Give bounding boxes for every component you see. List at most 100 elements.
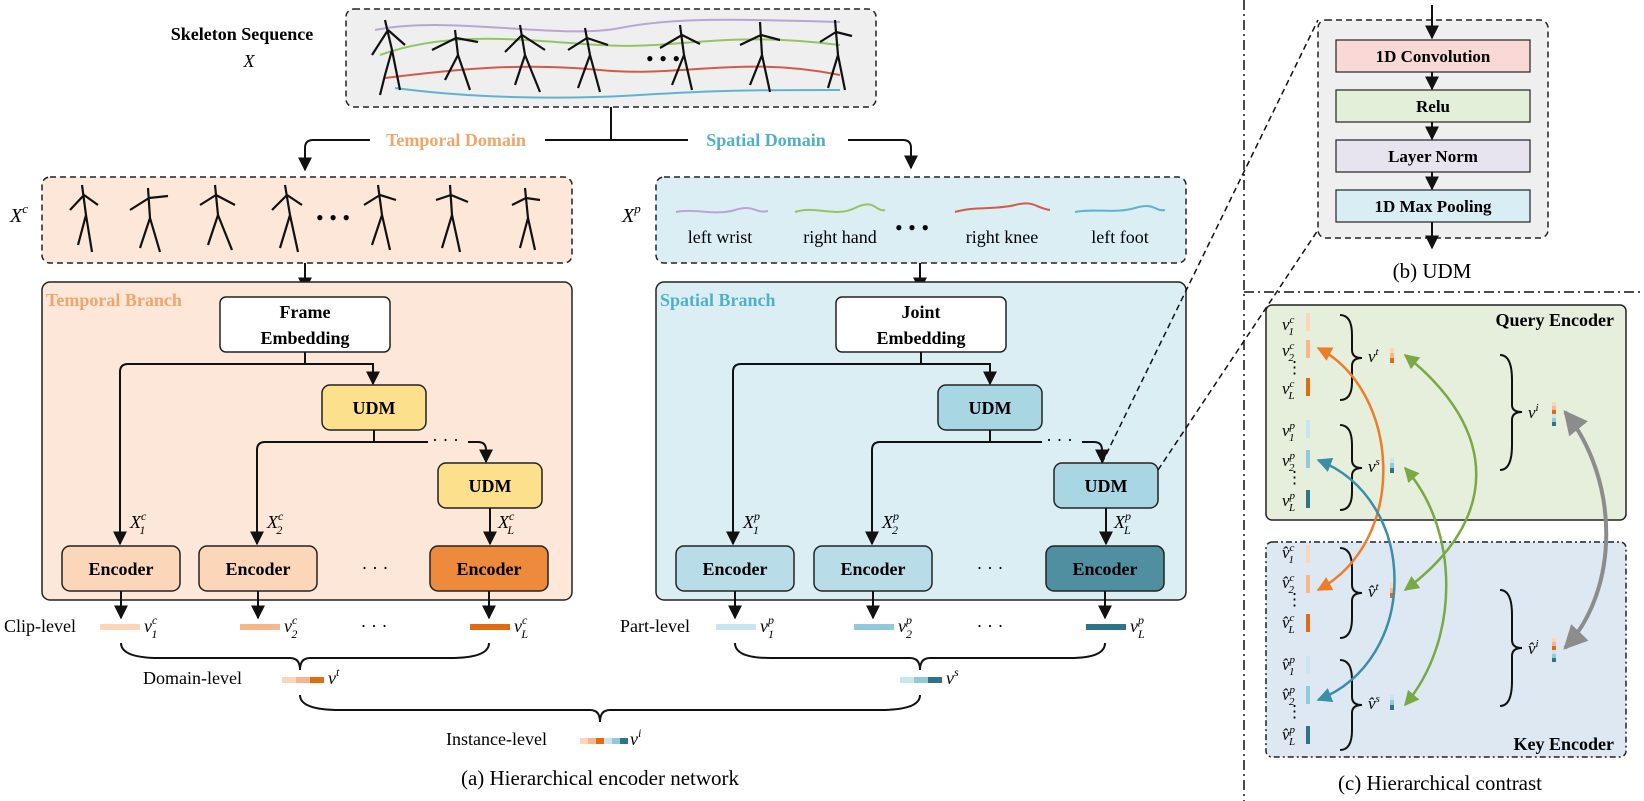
query-bars [1306, 313, 1310, 508]
svg-text:Encoder: Encoder [226, 559, 291, 579]
vs-label: vs [946, 665, 959, 688]
part-label-3: right knee [966, 227, 1038, 247]
query-encoder-box [1265, 304, 1627, 521]
part-label-1: left wrist [688, 227, 753, 247]
skeleton-sequence: Skeleton Sequence X • • • [171, 8, 877, 108]
svg-text:Encoder: Encoder [703, 559, 768, 579]
svg-text:Layer Norm: Layer Norm [1388, 147, 1478, 166]
svg-text:vc2: vc2 [1282, 340, 1295, 364]
key-vt: v̂t [1368, 581, 1380, 601]
svg-text:1D Max Pooling: 1D Max Pooling [1374, 197, 1492, 216]
trajectory-purple [374, 18, 841, 33]
domain-level-row: Domain-level vt vs [120, 642, 1106, 688]
temporal-domain-label: Temporal Domain [386, 130, 526, 150]
temporal-input-box [41, 176, 573, 264]
spatial-branch-title: Spatial Branch [660, 290, 776, 310]
udm-step-1 [1335, 39, 1531, 73]
spatial-input-symbol: Xp [621, 201, 641, 227]
udm-detail: 1D Convolution Relu Layer Norm 1D Max Po… [1317, 5, 1549, 283]
svg-text:· · ·: · · · [977, 558, 1004, 578]
domain-level-label: Domain-level [143, 668, 242, 688]
svg-text:· · ·: · · · [361, 616, 388, 636]
vt-label: vt [328, 665, 340, 688]
temporal-brace [120, 642, 490, 671]
temporal-frames [69, 184, 541, 253]
udm-step-4 [1335, 189, 1531, 223]
part-label-2: right hand [803, 227, 877, 247]
skeleton-box [345, 8, 877, 108]
joint-embedding-line2: Embedding [876, 328, 965, 348]
svg-text:⋮: ⋮ [1286, 590, 1303, 609]
spatial-brace [734, 642, 1106, 671]
caption-a: (a) Hierarchical encoder network [461, 766, 740, 790]
svg-text:vc1: vc1 [1282, 314, 1295, 338]
key-vs: v̂s [1368, 693, 1380, 713]
svg-text:· · ·: · · · [362, 558, 389, 578]
temporal-input-symbol: Xc [9, 201, 28, 227]
frame-embedding-line1: Frame [280, 302, 331, 322]
part-dots: • • • [895, 215, 929, 240]
svg-text:vp2: vp2 [1282, 450, 1296, 474]
frame-embedding-line2: Embedding [260, 328, 349, 348]
instance-level-row: Instance-level vi [299, 694, 921, 749]
joint-embedding-line1: Joint [901, 302, 940, 322]
trajectory-green [379, 37, 841, 56]
caption-b: (b) UDM [1393, 259, 1472, 283]
key-vi: v̂i [1528, 638, 1539, 658]
temporal-branch: Temporal Branch Frame Embedding UDM · · … [41, 281, 573, 601]
svg-text:· · ·: · · · [1046, 430, 1073, 450]
v1p-bar [716, 624, 756, 630]
svg-text:UDM: UDM [1085, 476, 1128, 496]
svg-text:⋮: ⋮ [1286, 702, 1303, 721]
svg-text:v̂p2: v̂p2 [1282, 684, 1296, 708]
instance-brace [299, 694, 921, 723]
caption-c: (c) Hierarchical contrast [1338, 771, 1542, 795]
svg-text:Encoder: Encoder [841, 559, 906, 579]
temporal-domain-contrast-arrow [1403, 354, 1478, 592]
skeleton-symbol: X [243, 51, 256, 71]
stick-figures [371, 19, 853, 96]
svg-text:vcL: vcL [1282, 378, 1295, 402]
svg-text:vp1: vp1 [1282, 420, 1296, 444]
part-curve-1 [675, 207, 769, 214]
vlc-bar [470, 624, 510, 630]
temporal-input: Xc • • • [9, 176, 573, 264]
svg-text:Encoder: Encoder [89, 559, 154, 579]
svg-text:v̂p1: v̂p1 [1282, 654, 1296, 678]
svg-text:vpL: vpL [1282, 490, 1296, 514]
part-curve-4 [1074, 205, 1166, 213]
svg-text:· · ·: · · · [432, 430, 459, 450]
spatial-domain-label: Spatial Domain [706, 130, 826, 150]
part-curve-3 [954, 202, 1051, 213]
v2p-bar [854, 624, 894, 630]
v2c-bar [240, 624, 280, 630]
query-encoder-title: Query Encoder [1496, 310, 1615, 330]
domain-split: Temporal Domain Spatial Domain [298, 107, 918, 172]
temporal-input-dots: • • • [316, 205, 350, 230]
query-vi: vi [1528, 402, 1539, 422]
part-curve-2 [794, 203, 886, 213]
instance-level-label: Instance-level [446, 729, 547, 749]
svg-text:1D Convolution: 1D Convolution [1376, 47, 1491, 66]
udm-zoom-link-1 [1101, 19, 1319, 464]
svg-text:· · ·: · · · [977, 616, 1004, 636]
clip-contrast-arrow [1316, 346, 1385, 592]
part-contrast-arrow [1316, 457, 1396, 703]
temporal-branch-title: Temporal Branch [46, 290, 182, 310]
svg-text:v̂pL: v̂pL [1282, 724, 1296, 748]
svg-text:v̂cL: v̂cL [1282, 612, 1295, 636]
svg-text:UDM: UDM [353, 398, 396, 418]
query-vt: vt [1368, 346, 1380, 366]
